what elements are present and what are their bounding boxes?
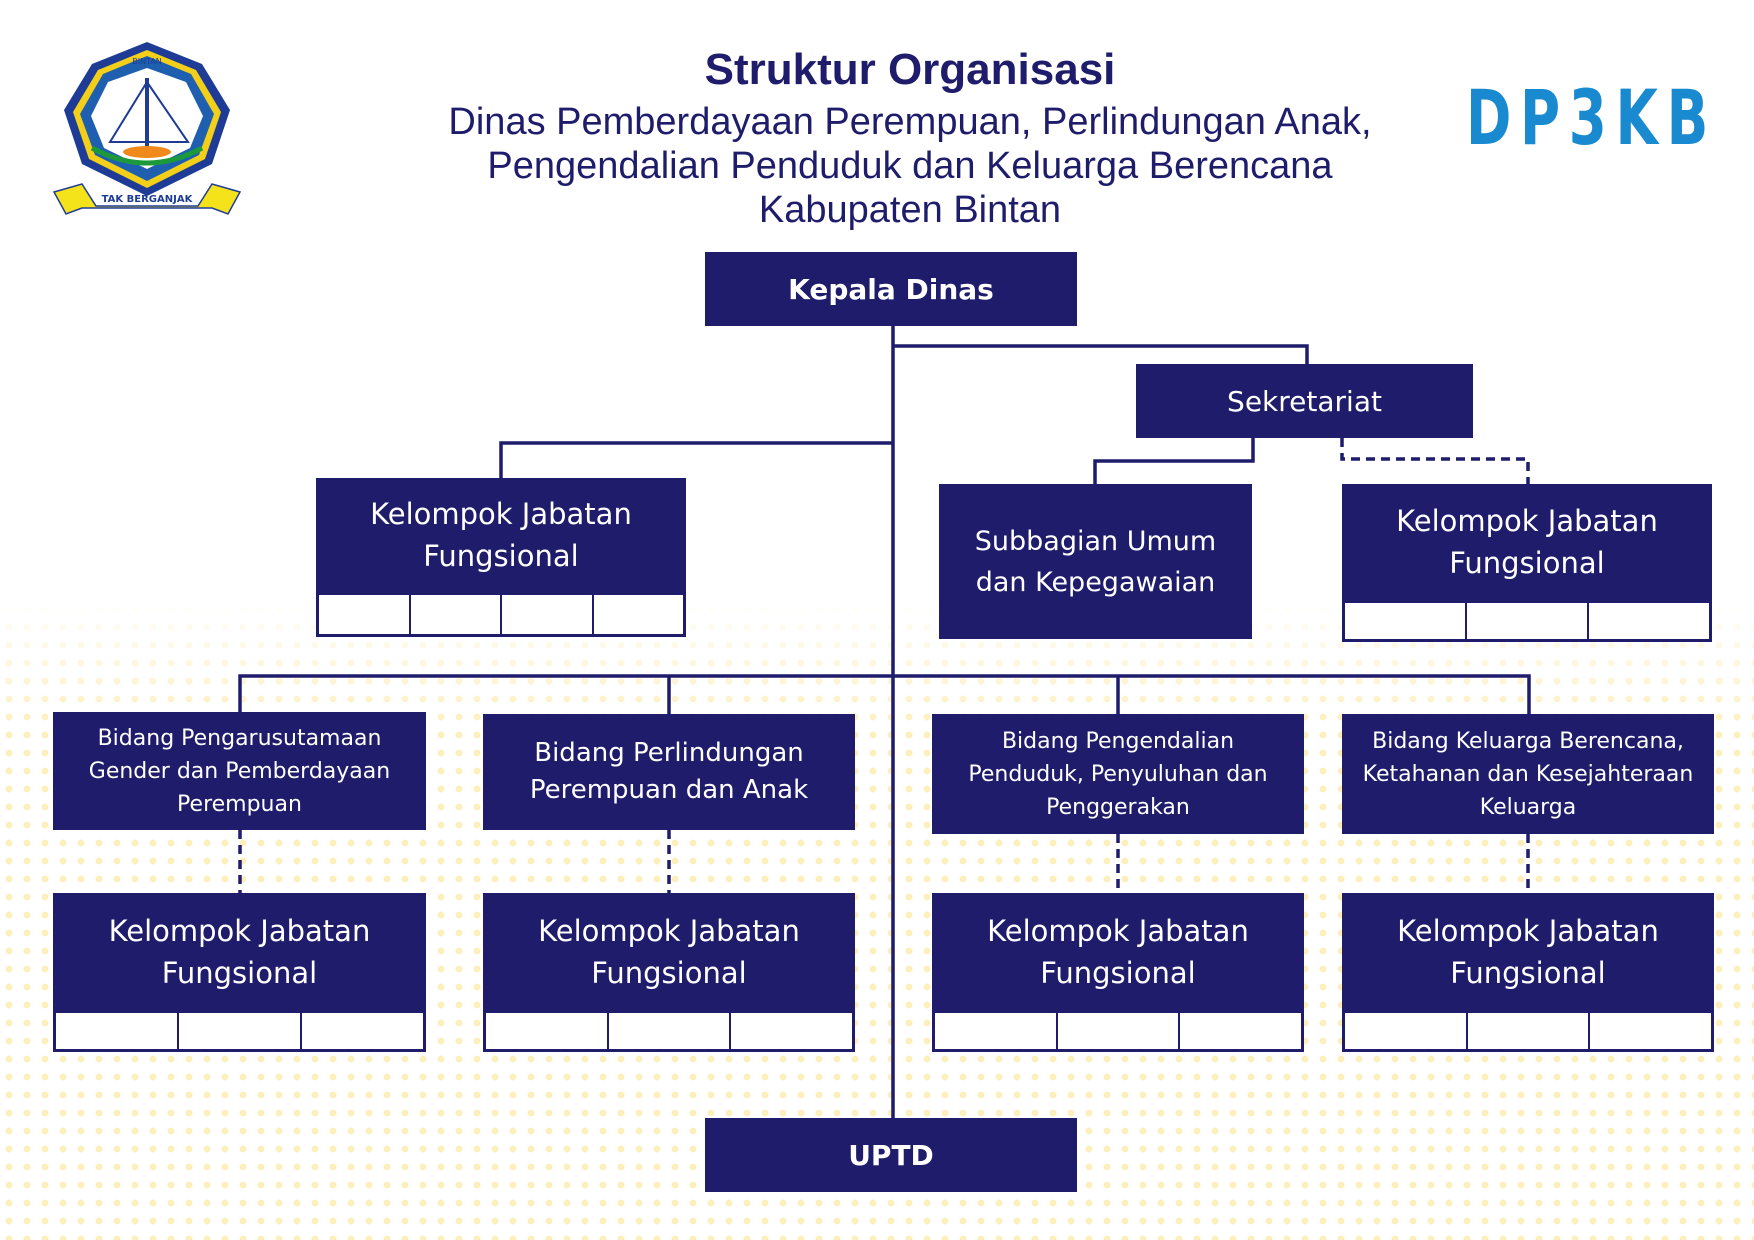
strip-cell	[502, 595, 594, 634]
jf-bidang-3-strip	[932, 1010, 1304, 1052]
dp3kb-logo: DP3KB	[1466, 73, 1717, 162]
node-jf-sekretariat: Kelompok Jabatan Fungsional	[1342, 484, 1712, 600]
page-title: Struktur Organisasi	[704, 45, 1116, 94]
node-bidang-2: Bidang Perlindungan Perempuan dan Anak	[483, 714, 855, 830]
strip-cell	[1589, 603, 1709, 639]
strip-cell	[594, 595, 684, 634]
node-subbagian-umum-label: Subbagian Umum dan Kepegawaian	[974, 525, 1217, 598]
node-subbagian-umum: Subbagian Umum dan Kepegawaian	[939, 484, 1252, 639]
strip-cell	[1180, 1013, 1301, 1049]
node-bidang-1-label: Bidang Pengarusutamaan Gender dan Pember…	[88, 725, 391, 817]
line-to-jf-left	[499, 441, 893, 478]
node-jf-bidang-1: Kelompok Jabatan Fungsional	[53, 893, 426, 1010]
node-bidang-4-label: Bidang Keluarga Berencana, Ketahanan dan…	[1362, 728, 1694, 820]
strip-cell	[1468, 1013, 1591, 1049]
node-jf-left-label: Kelompok Jabatan Fungsional	[370, 497, 632, 573]
node-jf-bidang-1-label: Kelompok Jabatan Fungsional	[108, 913, 371, 990]
jf-bidang-2-strip	[483, 1010, 855, 1052]
strip-cell	[302, 1013, 423, 1049]
emblem-ribbon-text: TAK BERGANJAK	[102, 194, 194, 205]
bintan-emblem-logo: BINTAN TAK BERGANJAK	[52, 42, 242, 215]
emblem-top-text: BINTAN	[132, 57, 162, 66]
node-uptd-label: UPTD	[848, 1138, 934, 1172]
node-sekretariat: Sekretariat	[1136, 364, 1473, 438]
node-jf-sekretariat-label: Kelompok Jabatan Fungsional	[1396, 504, 1658, 580]
node-jf-bidang-3-label: Kelompok Jabatan Fungsional	[987, 913, 1249, 990]
subtitle-line-2: Pengendalian Penduduk dan Keluarga Beren…	[487, 145, 1333, 187]
strip-cell	[1590, 1013, 1711, 1049]
node-jf-bidang-2: Kelompok Jabatan Fungsional	[483, 893, 855, 1010]
node-bidang-3: Bidang Pengendalian Penduduk, Penyuluhan…	[932, 714, 1304, 834]
strip-cell	[1467, 603, 1589, 639]
strip-cell	[1058, 1013, 1181, 1049]
node-bidang-2-label: Bidang Perlindungan Perempuan dan Anak	[529, 738, 809, 805]
bidang-bus-line	[238, 674, 1531, 714]
strip-cell	[56, 1013, 179, 1049]
node-uptd: UPTD	[705, 1118, 1077, 1192]
strip-cell	[1345, 1013, 1468, 1049]
node-jf-bidang-4: Kelompok Jabatan Fungsional	[1342, 893, 1714, 1010]
strip-cell	[935, 1013, 1058, 1049]
jf-sekretariat-strip	[1342, 600, 1712, 642]
strip-cell	[609, 1013, 732, 1049]
node-jf-left: Kelompok Jabatan Fungsional	[316, 478, 686, 592]
strip-cell	[179, 1013, 302, 1049]
strip-cell	[411, 595, 502, 634]
subtitle-line-1: Dinas Pemberdayaan Perempuan, Perlindung…	[448, 101, 1372, 143]
node-jf-bidang-2-label: Kelompok Jabatan Fungsional	[538, 913, 800, 990]
node-jf-bidang-4-label: Kelompok Jabatan Fungsional	[1397, 913, 1659, 990]
strip-cell	[1345, 603, 1467, 639]
node-kepala-dinas: Kepala Dinas	[705, 252, 1077, 326]
line-to-subbag	[1093, 438, 1255, 484]
strip-cell	[319, 595, 411, 634]
jf-left-strip	[316, 592, 686, 637]
node-bidang-1: Bidang Pengarusutamaan Gender dan Pember…	[53, 712, 426, 830]
dashed-line-to-jf-secretariat	[1340, 438, 1530, 484]
strip-cell	[731, 1013, 852, 1049]
node-bidang-3-label: Bidang Pengendalian Penduduk, Penyuluhan…	[968, 728, 1268, 820]
node-kepala-dinas-label: Kepala Dinas	[788, 272, 994, 306]
line-to-secretariat	[893, 344, 1309, 364]
jf-bidang-4-strip	[1342, 1010, 1714, 1052]
strip-cell	[486, 1013, 609, 1049]
node-bidang-4: Bidang Keluarga Berencana, Ketahanan dan…	[1342, 714, 1714, 834]
jf-bidang-1-strip	[53, 1010, 426, 1052]
node-jf-bidang-3: Kelompok Jabatan Fungsional	[932, 893, 1304, 1010]
subtitle-line-3: Kabupaten Bintan	[758, 189, 1062, 231]
node-sekretariat-label: Sekretariat	[1227, 384, 1382, 418]
